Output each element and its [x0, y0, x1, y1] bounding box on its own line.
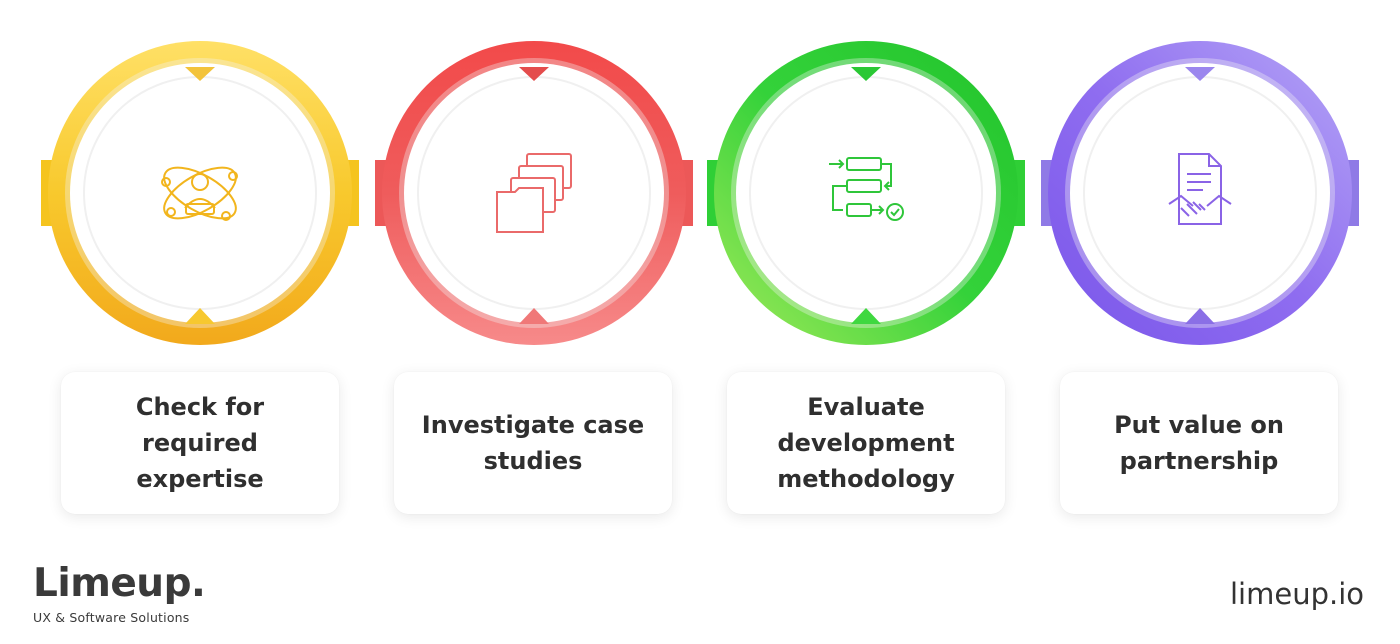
- brand-name: Limeup.: [33, 561, 206, 606]
- atom-person-icon: [153, 146, 247, 240]
- step-2-label: Investigate case studies: [421, 411, 645, 475]
- contract-handshake-icon: [1153, 146, 1247, 240]
- step-3-label: Evaluate development methodology: [777, 393, 955, 493]
- brand-tagline: UX & Software Solutions: [33, 610, 190, 625]
- ring-purple: [1041, 41, 1359, 345]
- step-4-card: Put value on partnership: [1060, 372, 1338, 514]
- step-2-card: Investigate case studies: [394, 372, 672, 514]
- step-4-label: Put value on partnership: [1114, 411, 1284, 475]
- flowchart-icon: [819, 146, 913, 240]
- brand-logo: Limeup. UX & Software Solutions: [33, 561, 206, 626]
- website-url: limeup.io: [1229, 577, 1364, 611]
- step-1: [35, 40, 365, 350]
- step-3-card: Evaluate development methodology: [727, 372, 1005, 514]
- step-1-card: Check for required expertise: [61, 372, 339, 514]
- folders-icon: [487, 146, 581, 240]
- step-3: [701, 40, 1031, 350]
- step-1-label: Check for required expertise: [135, 393, 265, 493]
- step-2: [369, 40, 699, 350]
- ring-yellow: [41, 41, 359, 345]
- step-4: [1035, 40, 1365, 350]
